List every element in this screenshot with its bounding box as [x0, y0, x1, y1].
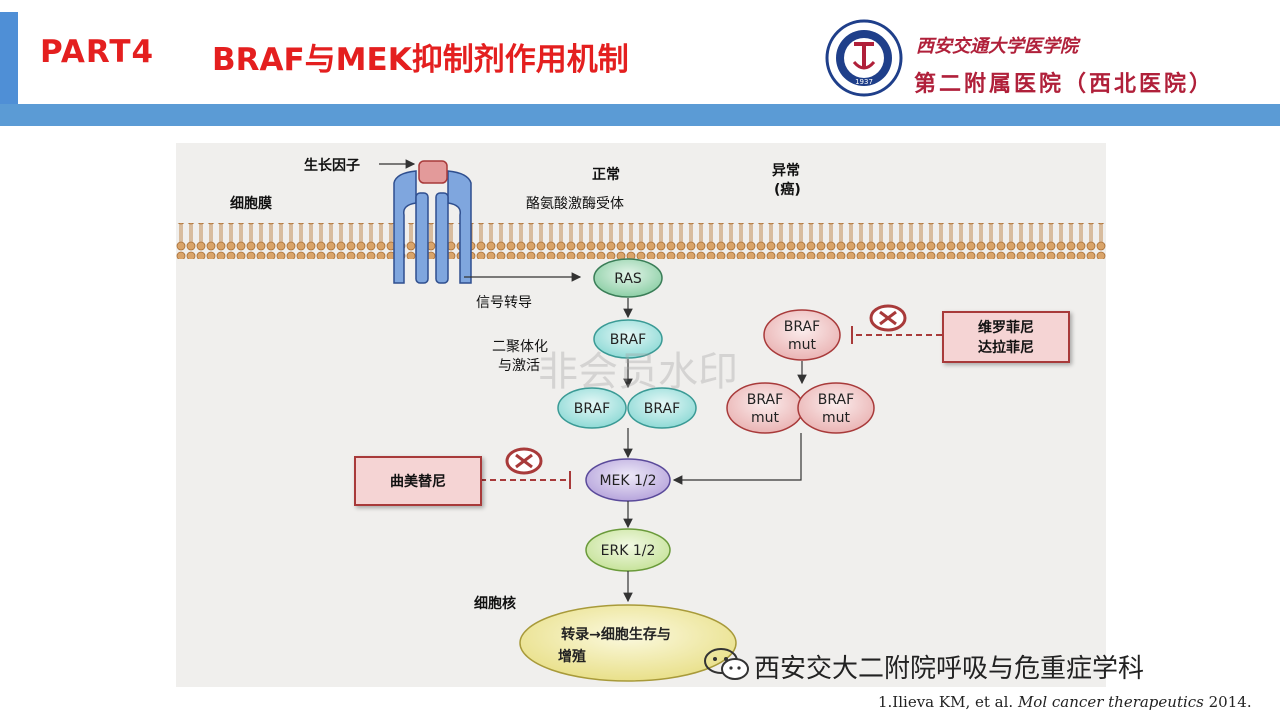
braf-dimer-right [627, 387, 697, 429]
braf-inhibitor-line2: 达拉菲尼 [978, 340, 1034, 356]
erk-label: ERK 1/2 [601, 543, 656, 559]
braf-mut-line1: BRAF [784, 319, 820, 335]
mut-dimer-left-line1: BRAF [747, 392, 783, 408]
header-band [0, 104, 1280, 126]
cancer-label: (癌) [774, 182, 801, 198]
wechat-icon [704, 648, 749, 680]
faint-watermark: 非会员水印 [538, 349, 738, 395]
hospital-seal-icon: 1937 [825, 19, 903, 97]
outcome-node [519, 604, 737, 682]
mut-dimer-right-line1: BRAF [818, 392, 854, 408]
dimerization-label: 二聚体化 [492, 339, 548, 355]
ras-label: RAS [614, 271, 642, 287]
logo-university-name: 西安交通大学医学院 [916, 36, 1078, 57]
receptor-tyrosine-kinase [393, 160, 472, 284]
braf-inhibitor-box: 维罗菲尼 达拉菲尼 [942, 311, 1070, 363]
slide-title: BRAF与MEK抑制剂作用机制 [212, 42, 629, 78]
activation-label: 与激活 [498, 358, 540, 374]
braf-mut-line2: mut [788, 337, 817, 353]
braf-dimer-left-label: BRAF [574, 401, 610, 417]
braf-node [593, 319, 663, 359]
growth-factor-ligand [418, 160, 448, 184]
mek-inhibitor-label: 曲美替尼 [390, 474, 446, 490]
seal-year: 1937 [855, 78, 873, 86]
braf-dimer-left [557, 387, 627, 429]
mek-inhibitor-box: 曲美替尼 [354, 456, 482, 506]
nucleus-label: 细胞核 [474, 596, 516, 612]
abnormal-label: 异常 [772, 163, 800, 179]
mut-dimer-left-line2: mut [751, 410, 780, 426]
citation-year: 2014. [1203, 693, 1252, 711]
citation-journal: Mol cancer therapeutics [1017, 693, 1204, 711]
block-icon [505, 447, 543, 475]
wechat-watermark-text: 西安交大二附院呼吸与危重症学科 [754, 654, 1145, 684]
braf-dimer-right-label: BRAF [644, 401, 680, 417]
block-icon [869, 304, 907, 332]
logo-hospital-name: 第二附属医院（西北医院） [914, 72, 1215, 97]
cell-membrane-label: 细胞膜 [230, 196, 272, 212]
slide-header: PART4 BRAF与MEK抑制剂作用机制 1937 西安交通大学医学院 第二附… [0, 0, 1280, 104]
braf-label: BRAF [610, 332, 646, 348]
outcome-line1: 转录→细胞生存与 [561, 626, 671, 643]
cell-membrane-bilayer [176, 223, 1106, 259]
ras-node [593, 258, 663, 298]
mut-dimer-right-line2: mut [822, 410, 851, 426]
braf-inhibitor-line1: 维罗菲尼 [978, 320, 1034, 336]
mek-label: MEK 1/2 [599, 473, 656, 489]
growth-factor-label: 生长因子 [304, 158, 360, 174]
header-accent-bar [0, 12, 18, 104]
pathway-diagram: RAS BRAF BRAF BRAF MEK 1/2 ERK 1/2 转录→细胞… [176, 159, 1106, 682]
signal-label: 信号转导 [476, 295, 532, 311]
citation: 1.Ilieva KM, et al. Mol cancer therapeut… [878, 693, 1252, 711]
normal-label: 正常 [592, 167, 620, 183]
citation-authors: 1.Ilieva KM, et al. [878, 693, 1018, 711]
part-label: PART4 [40, 34, 155, 70]
braf-mut-dimer-right [797, 382, 875, 434]
braf-mut-node [763, 309, 841, 361]
hospital-logo: 1937 西安交通大学医学院 第二附属医院（西北医院） [818, 14, 1278, 102]
rtk-label: 酪氨酸激酶受体 [526, 196, 624, 212]
pathway-figure: RAS BRAF BRAF BRAF MEK 1/2 ERK 1/2 转录→细胞… [176, 143, 1106, 687]
outcome-line2: 增殖 [558, 648, 586, 665]
